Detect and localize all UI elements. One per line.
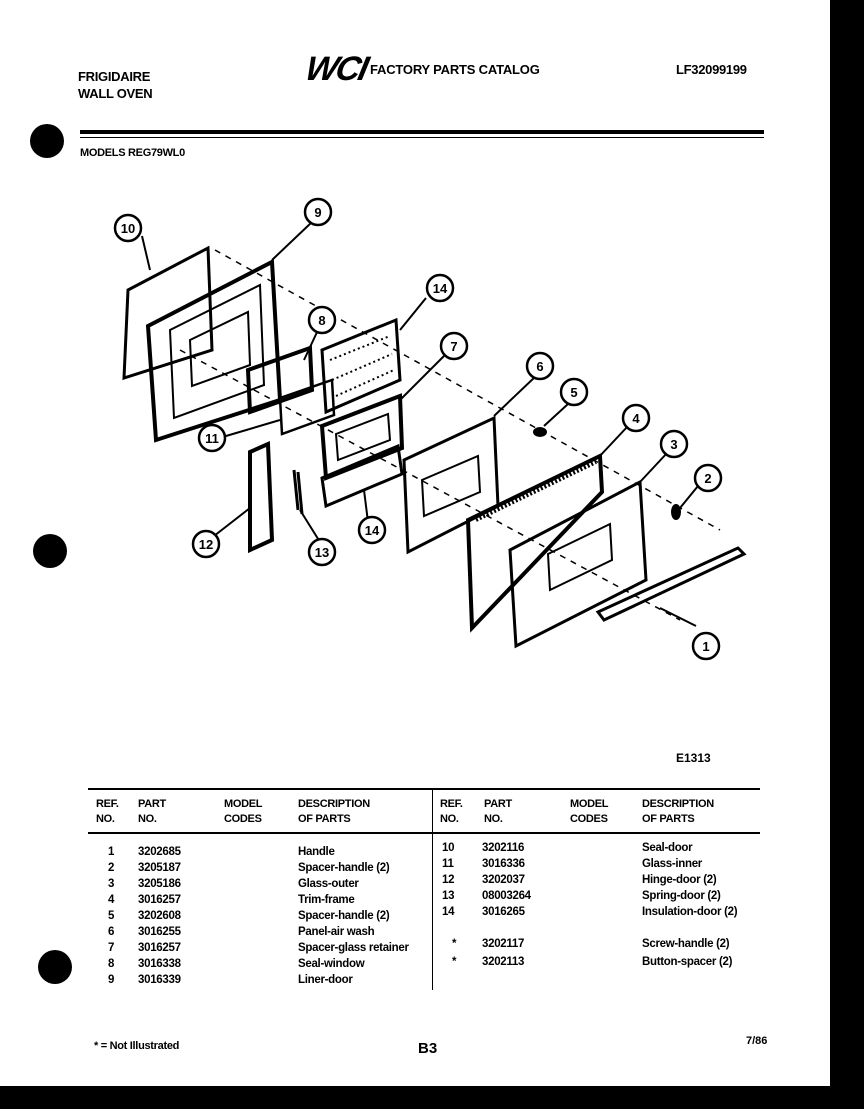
header-model-codes: MODEL CODES <box>224 798 263 825</box>
header-ref-no-right: REF. NO. <box>440 798 463 825</box>
not-illustrated-note: * = Not Illustrated <box>94 1040 180 1052</box>
callout-markers: 10 9 8 14 7 6 5 4 3 2 1 11 12 13 14 <box>113 197 723 661</box>
table-header-rule <box>88 832 760 834</box>
callout-4: 4 <box>632 411 640 426</box>
callout-1: 1 <box>702 639 709 654</box>
callout-10: 10 <box>121 221 135 236</box>
binder-hole <box>30 124 64 158</box>
catalog-page: FRIGIDAIRE WALL OVEN WCI FACTORY PARTS C… <box>0 0 830 1086</box>
header-description-right: DESCRIPTION OF PARTS <box>642 798 714 825</box>
callout-2: 2 <box>704 471 711 486</box>
header-rule-thin <box>80 137 764 138</box>
callout-5: 5 <box>570 385 577 400</box>
catalog-number: LF32099199 <box>676 62 747 77</box>
brand-name: FRIGIDAIRE <box>78 69 151 84</box>
callout-6: 6 <box>536 359 543 374</box>
callout-9: 9 <box>314 205 321 220</box>
callout-12: 12 <box>199 537 213 552</box>
callout-7: 7 <box>450 339 457 354</box>
table-top-rule <box>88 788 760 790</box>
callout-14a: 14 <box>433 281 448 296</box>
callout-13: 13 <box>315 545 329 560</box>
binder-hole <box>33 534 67 568</box>
header-model-codes-right: MODEL CODES <box>570 798 609 825</box>
binder-hole <box>38 950 72 984</box>
header-part-no-right: PART NO. <box>484 798 512 825</box>
catalog-title: FACTORY PARTS CATALOG <box>370 62 540 77</box>
header-rule <box>80 130 764 134</box>
callout-11: 11 <box>205 431 219 446</box>
callout-14b: 14 <box>365 523 380 538</box>
callout-8: 8 <box>318 313 325 328</box>
figure-code: E1313 <box>676 751 711 765</box>
exploded-door-diagram: 10 9 8 14 7 6 5 4 3 2 1 11 12 13 14 <box>113 197 747 661</box>
page-number: B3 <box>418 1040 438 1057</box>
product-type: WALL OVEN <box>78 86 153 101</box>
header-ref-no: REF. NO. <box>96 798 119 825</box>
wci-logo: WCI <box>302 50 371 88</box>
models-label: MODELS REG79WL0 <box>80 147 185 159</box>
header-description: DESCRIPTION OF PARTS <box>298 798 370 825</box>
table-divider <box>432 790 433 990</box>
brand-block: FRIGIDAIRE WALL OVEN <box>78 68 153 102</box>
revision-date: 7/86 <box>746 1035 768 1047</box>
header-part-no: PART NO. <box>138 798 166 825</box>
callout-3: 3 <box>670 437 677 452</box>
